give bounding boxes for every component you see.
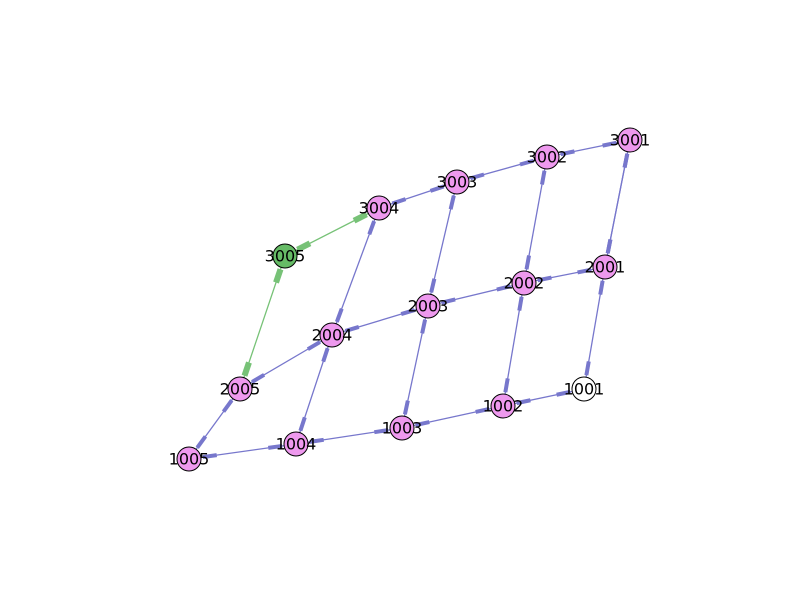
edge-1001-1002 [502,388,585,407]
edge-arrow-3003-3004-0 [429,184,445,193]
node-3003: 3003 [437,169,478,195]
edge-arrow-2001-3001-0 [605,239,613,254]
node-3001: 3001 [610,127,651,153]
edge-arrow-2005-2004-0 [251,373,266,384]
node-circle-2001 [592,254,618,280]
node-3004: 3004 [359,195,400,221]
node-label-1002: 1002 [483,397,524,416]
edge-2002-2001 [523,266,606,284]
edge-arrow-2004-2003-0 [344,324,360,333]
edge-arrow-1003-1004-1 [309,437,324,444]
node-label-2005: 2005 [220,380,261,399]
node-circle-1002 [490,393,516,419]
edge-arrow-1001-1002-0 [556,389,571,397]
node-label-2004: 2004 [312,326,353,345]
nodes-layer: 1001 1002 1003 1004 1005 2001 2002 2003 2004 2005… [169,127,651,472]
edge-arrow-3001-3002-0 [602,140,617,148]
node-circle-3003 [444,169,470,195]
node-circle-1004 [283,431,309,457]
node-circle-2004 [319,322,345,348]
node-label-2002: 2002 [504,274,545,293]
node-circle-1001 [571,376,597,402]
edge-arrow-1001-2001-0 [584,361,591,376]
edge-arrow-2003-3003-1 [448,195,456,210]
edge-arrow-2002-3002-1 [540,170,547,185]
node-2002: 2002 [504,270,545,296]
node-2003: 2003 [408,293,449,319]
edge-arrow-1004-1005-1 [202,453,218,460]
edge-arrow-2001-3001-1 [622,153,630,168]
edge-arrow-1003-2003-0 [402,400,410,415]
edge-arrow-2002-3002-0 [524,255,531,270]
node-circle-3004 [366,195,392,221]
node-circle-3001 [617,127,643,153]
edge-arrow-2003-3003-0 [429,278,437,293]
node-3002: 3002 [527,144,568,170]
edges-layer [188,139,631,460]
node-1001: 1001 [564,376,605,402]
node-circle-1003 [389,415,415,441]
edge-arrow-2004-3004-0 [334,308,344,323]
edge-arrow-1002-2002-1 [517,296,524,311]
node-label-2003: 2003 [408,297,449,316]
edge-arrow-3002-3003-1 [469,172,485,181]
node-label-1001: 1001 [564,380,605,399]
node-1005: 1005 [169,446,210,472]
node-label-3001: 3001 [610,131,651,150]
node-1004: 1004 [276,431,317,457]
edge-arrow-1002-2002-0 [503,378,510,393]
edge-arrow-2002-2001-0 [537,275,552,283]
edge-arrow-1004-2004-0 [298,416,307,432]
node-label-3004: 3004 [359,199,400,218]
edge-arrow-1001-2001-1 [598,280,605,295]
edge-arrow-1003-1004-0 [374,428,389,435]
edge-1005-2005 [188,388,241,460]
node-label-2001: 2001 [585,258,626,277]
edge-3003-3004 [378,181,458,209]
edge-arrow-2004-2003-1 [400,308,416,317]
node-1002: 1002 [483,393,524,419]
edge-arrow-2005-2004-1 [306,340,321,351]
edge-arrow-2005-3005-1 [273,268,284,284]
edge-arrow-2003-2002-0 [441,297,456,305]
node-3005: 3005 [265,243,306,269]
edge-arrow-2003-2002-1 [496,284,511,292]
node-circle-2005 [227,376,253,402]
node-circle-3002 [534,144,560,170]
node-2005: 2005 [220,376,261,402]
node-1003: 1003 [382,415,423,441]
edge-arrow-2002-2001-1 [577,267,592,275]
edge-arrow-1003-2003-1 [420,319,428,334]
node-2004: 2004 [312,322,353,348]
node-circle-2002 [511,270,537,296]
node-label-1005: 1005 [169,450,210,469]
edge-arrow-3004-3005-1 [296,240,312,253]
edge-arrow-3002-3003-0 [519,158,535,167]
node-label-3005: 3005 [265,247,306,266]
edge-arrow-1005-2005-0 [195,435,208,449]
node-circle-2003 [415,293,441,319]
node-label-1003: 1003 [382,419,423,438]
edge-arrow-3001-3002-1 [560,149,575,157]
node-2001: 2001 [585,254,626,280]
node-label-1004: 1004 [276,435,317,454]
node-circle-1005 [176,446,202,472]
edge-arrow-1001-1002-1 [516,398,531,406]
edge-arrow-1002-1003-0 [475,407,490,414]
edge-arrow-1004-1005-0 [267,443,283,450]
node-circle-3005 [272,243,298,269]
edge-arrow-2004-3004-1 [367,220,377,235]
node-label-3002: 3002 [527,148,568,167]
node-label-3003: 3003 [437,173,478,192]
edge-arrow-1005-2005-1 [221,399,234,413]
edge-arrow-3004-3005-0 [352,211,368,224]
edge-arrow-2005-3005-0 [241,361,252,377]
edge-arrow-3003-3004-1 [391,197,407,206]
edge-arrow-1004-2004-1 [321,347,330,363]
edge-arrow-1002-1003-1 [415,420,430,427]
